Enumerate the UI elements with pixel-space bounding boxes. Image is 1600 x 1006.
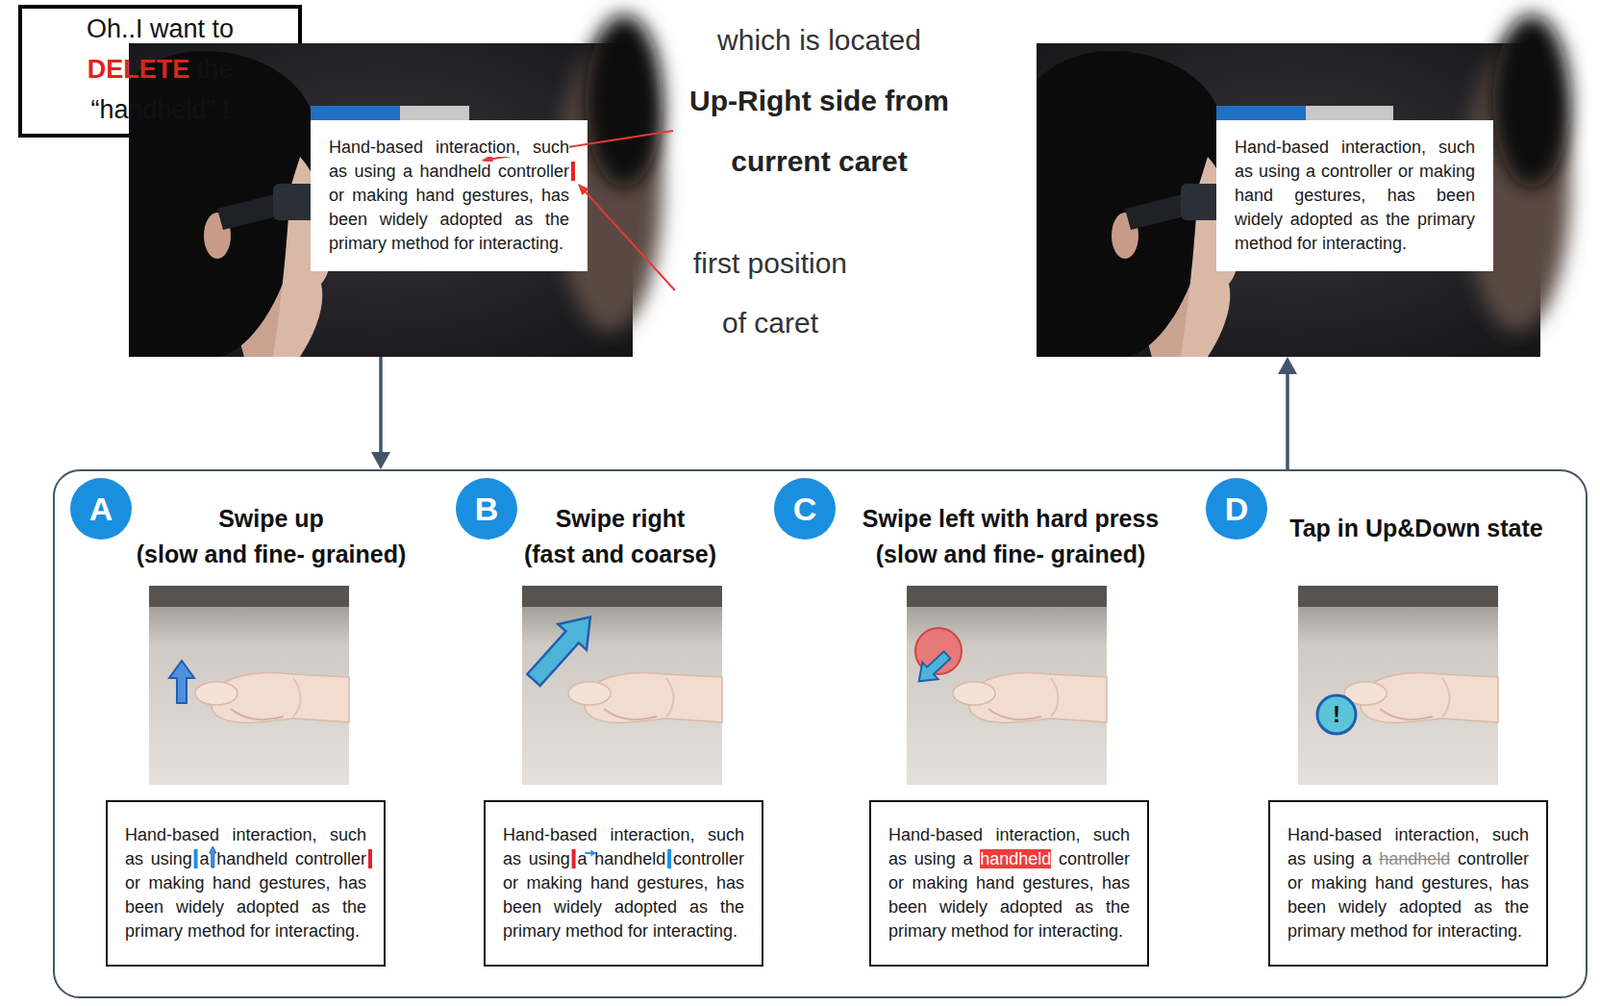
- flow-arrow: [1277, 356, 1298, 470]
- text-caret: [194, 849, 199, 869]
- step-letter: A: [89, 490, 114, 528]
- leader-arrow: [481, 130, 674, 164]
- text-caret: [368, 849, 373, 869]
- text-caret: [572, 849, 576, 869]
- ar-text-panel: Hand-based interaction, such as using a …: [1216, 120, 1494, 272]
- connector-line: [490, 130, 674, 160]
- arrowhead: [481, 153, 495, 164]
- move-arrow: [584, 850, 597, 857]
- text-preview-box: Hand-based interaction, such as using a …: [105, 800, 386, 967]
- glasses-view-panel: Hand-based interaction, such as using a …: [1036, 43, 1541, 357]
- step-title: Swipe left with hard press: [862, 503, 1159, 533]
- tap-symbol: !: [1332, 700, 1341, 729]
- flow-arrow: [371, 356, 391, 470]
- paragraph-text: Hand-based interaction, such as using a …: [502, 825, 745, 941]
- annotation-text: first position of caret: [683, 233, 857, 353]
- text-preview-box: Hand-based interaction, such as using a …: [1268, 800, 1549, 967]
- speech-text: the: [197, 54, 234, 84]
- glasses-view-panel: Hand-based interaction, such as using a …: [128, 43, 633, 357]
- paragraph-text: Hand-based interaction, such as using a …: [125, 825, 367, 941]
- step-title: Swipe right: [555, 503, 686, 533]
- ar-text-panel: Hand-based interaction, such as using a …: [310, 120, 588, 272]
- paragraph-text: Hand-based interaction, such as using a …: [1287, 825, 1529, 941]
- paragraph-text: Hand-based interaction, such as using a …: [888, 825, 1130, 941]
- step-letter: B: [475, 490, 500, 528]
- step-badge: B: [455, 477, 518, 540]
- emphasis-word: DELETE: [87, 54, 191, 84]
- step-subtitle: (slow and fine- grained): [136, 539, 407, 569]
- annotation-text: Up-Right side from current caret: [655, 70, 983, 192]
- arrowhead: [1277, 356, 1298, 375]
- step-subtitle: (slow and fine- grained): [875, 539, 1147, 569]
- move-arrow: [209, 846, 217, 868]
- arrowhead: [590, 850, 597, 857]
- step-letter: D: [1225, 490, 1250, 528]
- text-line: DELETEthe: [87, 50, 234, 92]
- connector-line: [378, 356, 383, 456]
- text-line: “handheld” !: [90, 91, 229, 132]
- connector-line: [584, 851, 592, 854]
- annotation-text: which is located: [717, 23, 922, 58]
- step-subtitle: (fast and coarse): [524, 539, 717, 569]
- step-badge: D: [1205, 477, 1268, 540]
- text-caret: [571, 161, 575, 181]
- text-caret: [667, 849, 672, 869]
- connector-line: [1285, 370, 1290, 470]
- step-title: Swipe up: [218, 503, 325, 533]
- speech-text: “handheld” !: [90, 95, 229, 125]
- step-title: Tap in Up&Down state: [1289, 513, 1543, 543]
- arrowhead: [371, 451, 391, 470]
- paragraph-text: Hand-based interaction, such as using a …: [328, 137, 570, 253]
- connector-line: [583, 190, 675, 291]
- text-line: Oh..I want to: [86, 10, 234, 51]
- text-preview-box: Hand-based interaction, such as using a …: [869, 800, 1150, 967]
- step-badge: A: [70, 477, 132, 540]
- speech-text: Oh..I want to: [86, 14, 234, 44]
- step-badge: C: [774, 477, 836, 540]
- paragraph-text: Hand-based interaction, such as using a …: [1234, 137, 1475, 253]
- arrowhead: [577, 183, 590, 196]
- speech-bubble: Oh..I want toDELETEthe“handheld” !: [18, 4, 302, 138]
- text-preview-box: Hand-based interaction, such as using a …: [483, 800, 764, 967]
- step-letter: C: [793, 490, 818, 528]
- leader-arrow: [577, 183, 675, 291]
